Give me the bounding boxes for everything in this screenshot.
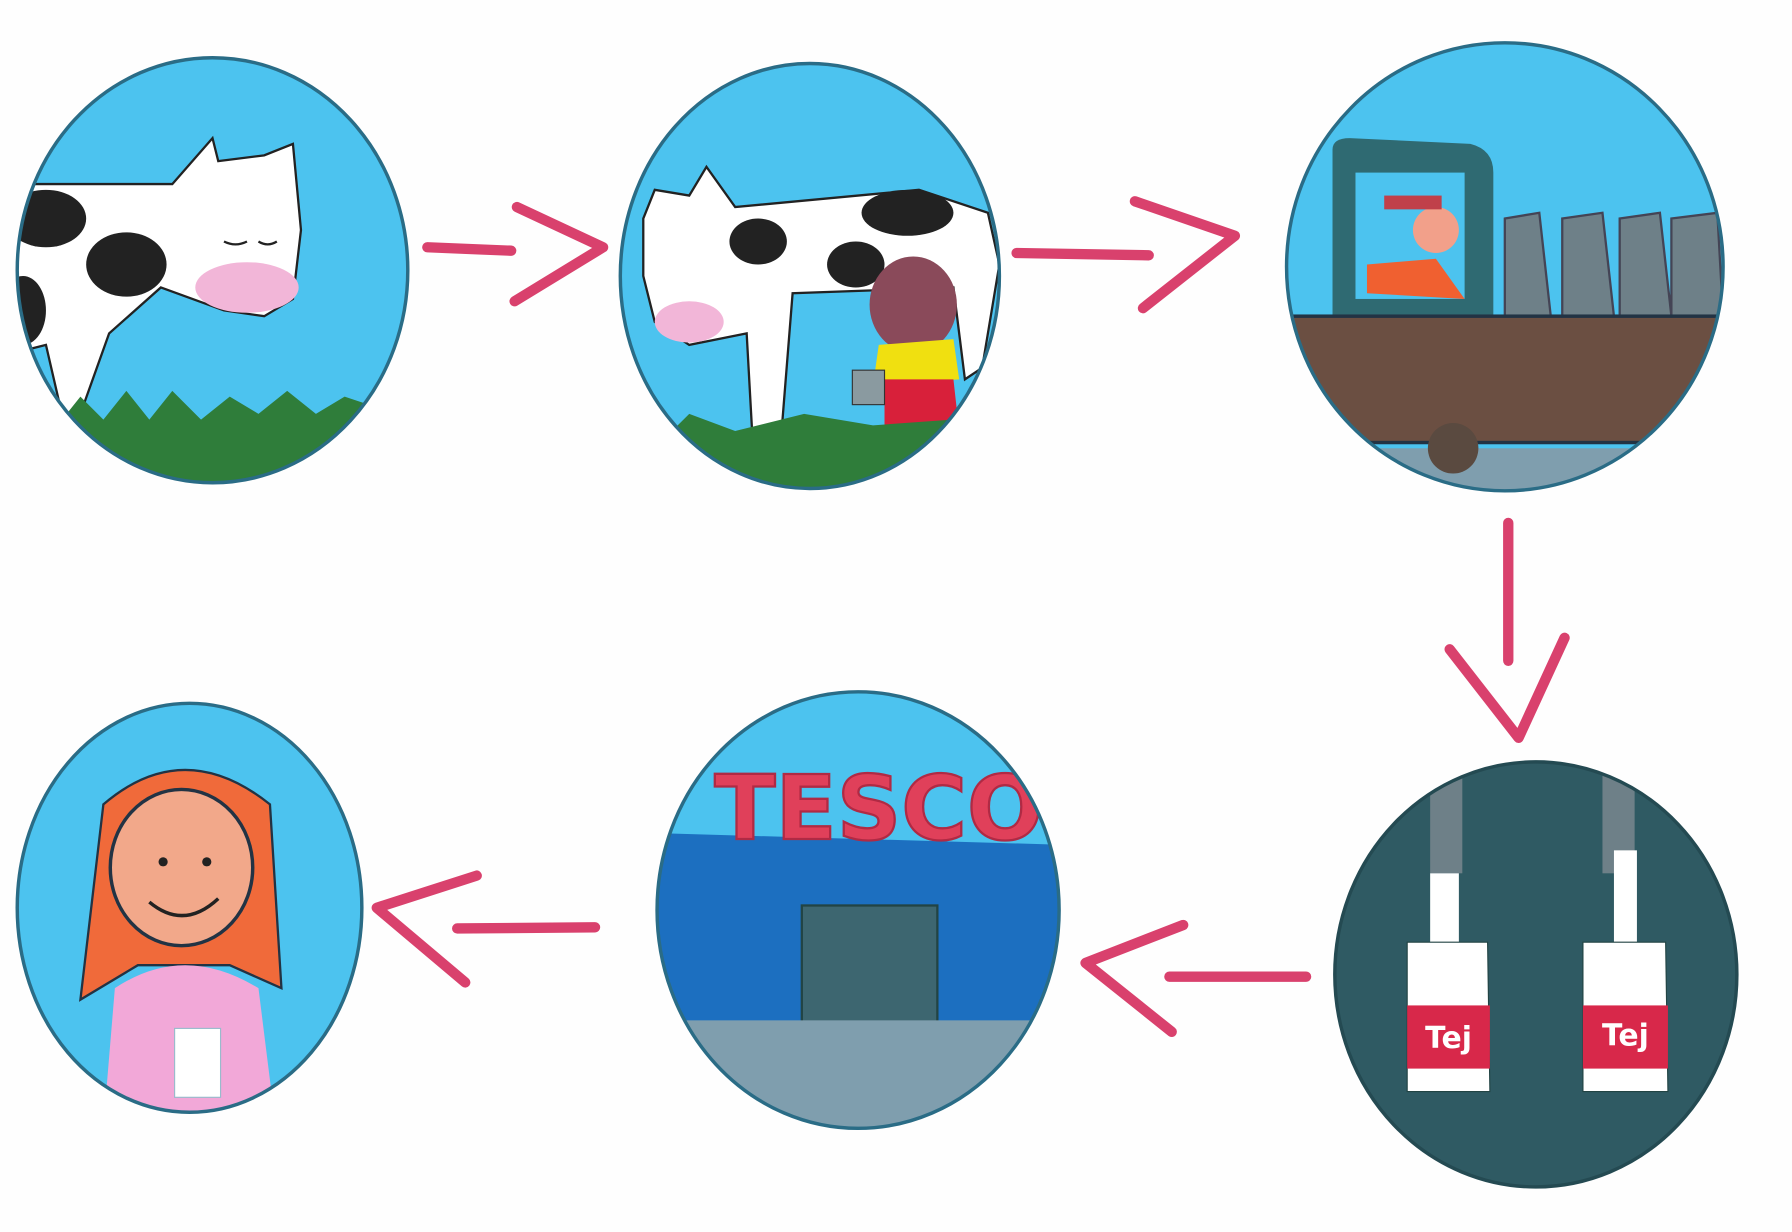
arrow-down xyxy=(1444,517,1570,743)
step-cow-milking xyxy=(618,61,1002,491)
store-sign: TESCO xyxy=(714,757,1043,861)
arrow-right-1 xyxy=(422,201,609,307)
carton-label-right: Tej xyxy=(1602,1019,1649,1054)
carton-label-left: Tej xyxy=(1425,1021,1472,1056)
step-supermarket: TESCO xyxy=(655,690,1061,1131)
step-milk-cartons: Tej Tej xyxy=(1333,760,1739,1189)
arrow-left-1 xyxy=(1080,919,1312,1038)
step-girl-with-milk xyxy=(15,701,364,1114)
step-milk-truck xyxy=(1284,41,1725,493)
step-cow-grazing xyxy=(15,56,410,485)
arrow-right-2 xyxy=(1011,196,1241,314)
arrow-left-2 xyxy=(371,870,601,988)
